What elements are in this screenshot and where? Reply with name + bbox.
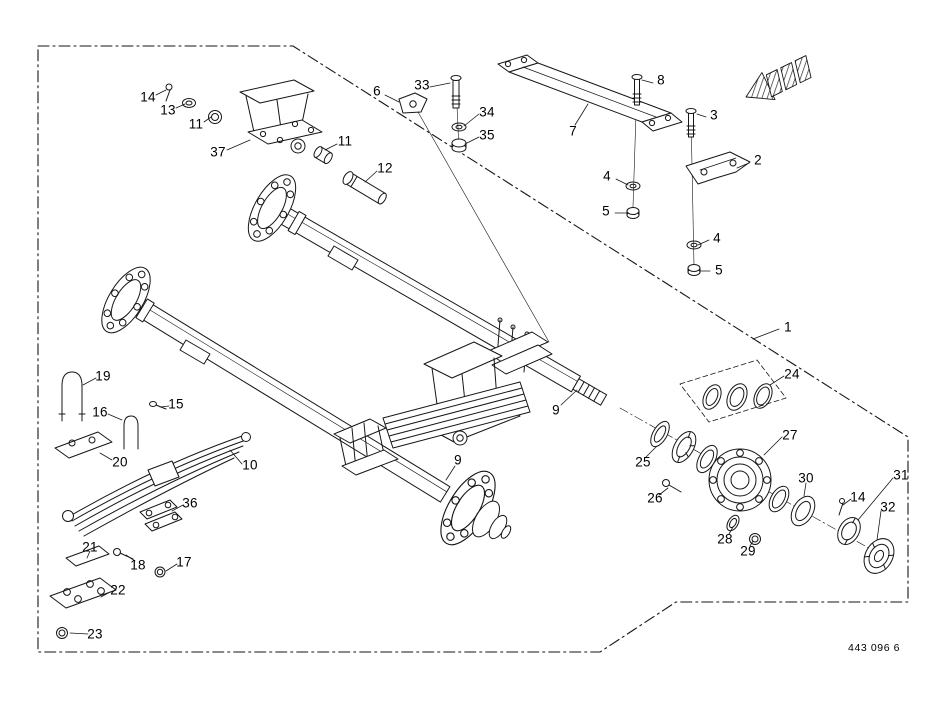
washer-34 [451,122,467,132]
bolt-8 [631,74,643,106]
hub-27 [708,448,772,512]
lock-washer [696,444,718,474]
pivot-bracket-37 [239,79,323,154]
washer-28 [726,514,740,532]
plate-22 [49,577,117,609]
seal-30 [790,495,816,527]
cross-member-7 [497,54,683,132]
nut-35 [451,138,467,153]
gasket-kit-24 [679,359,787,423]
bolt-26 [662,479,682,493]
boundary-frame [37,45,909,653]
nut-23 [56,627,68,639]
bolt-33 [450,75,462,109]
seal-ring [768,485,790,513]
washer-4a [625,181,641,191]
pivot-pin-12 [342,171,387,205]
washer-13 [182,98,196,108]
cotter-pin-14b [838,498,845,516]
u-bolt-19 [58,371,86,422]
stop-bracket-6 [398,92,428,114]
washer-25 [650,420,670,448]
leader-lines [69,79,894,635]
plate-20 [54,431,113,459]
nut-11a [208,110,222,124]
drawing-number: 443 096 6 [848,642,901,654]
nut-5b [687,264,701,276]
center-suspension-assembly [333,341,531,476]
bearing-cone [671,431,697,463]
upper-axle-beam [238,166,608,406]
hub-cap-32 [863,538,895,574]
bolt-15 [149,401,167,410]
lower-axle-beam [91,259,451,503]
mounting-bracket-2 [685,151,751,185]
shackle-36 [139,499,183,532]
direction-arrow-icon [745,55,812,100]
wheel-hub-lower [429,462,512,554]
cotter-pin-14a [165,83,173,102]
castle-nut-31 [837,516,861,546]
bolt-3 [685,108,697,138]
spring-seat-bracket [485,317,553,375]
bushing-11b [313,146,333,165]
washer-4b [686,240,702,250]
shim-plate-21 [65,545,110,567]
nut-17 [154,566,166,578]
leaf-spring-10 [62,432,251,537]
u-bolt-16 [123,415,139,450]
nut-29 [749,533,761,545]
nut-5a [626,207,640,219]
